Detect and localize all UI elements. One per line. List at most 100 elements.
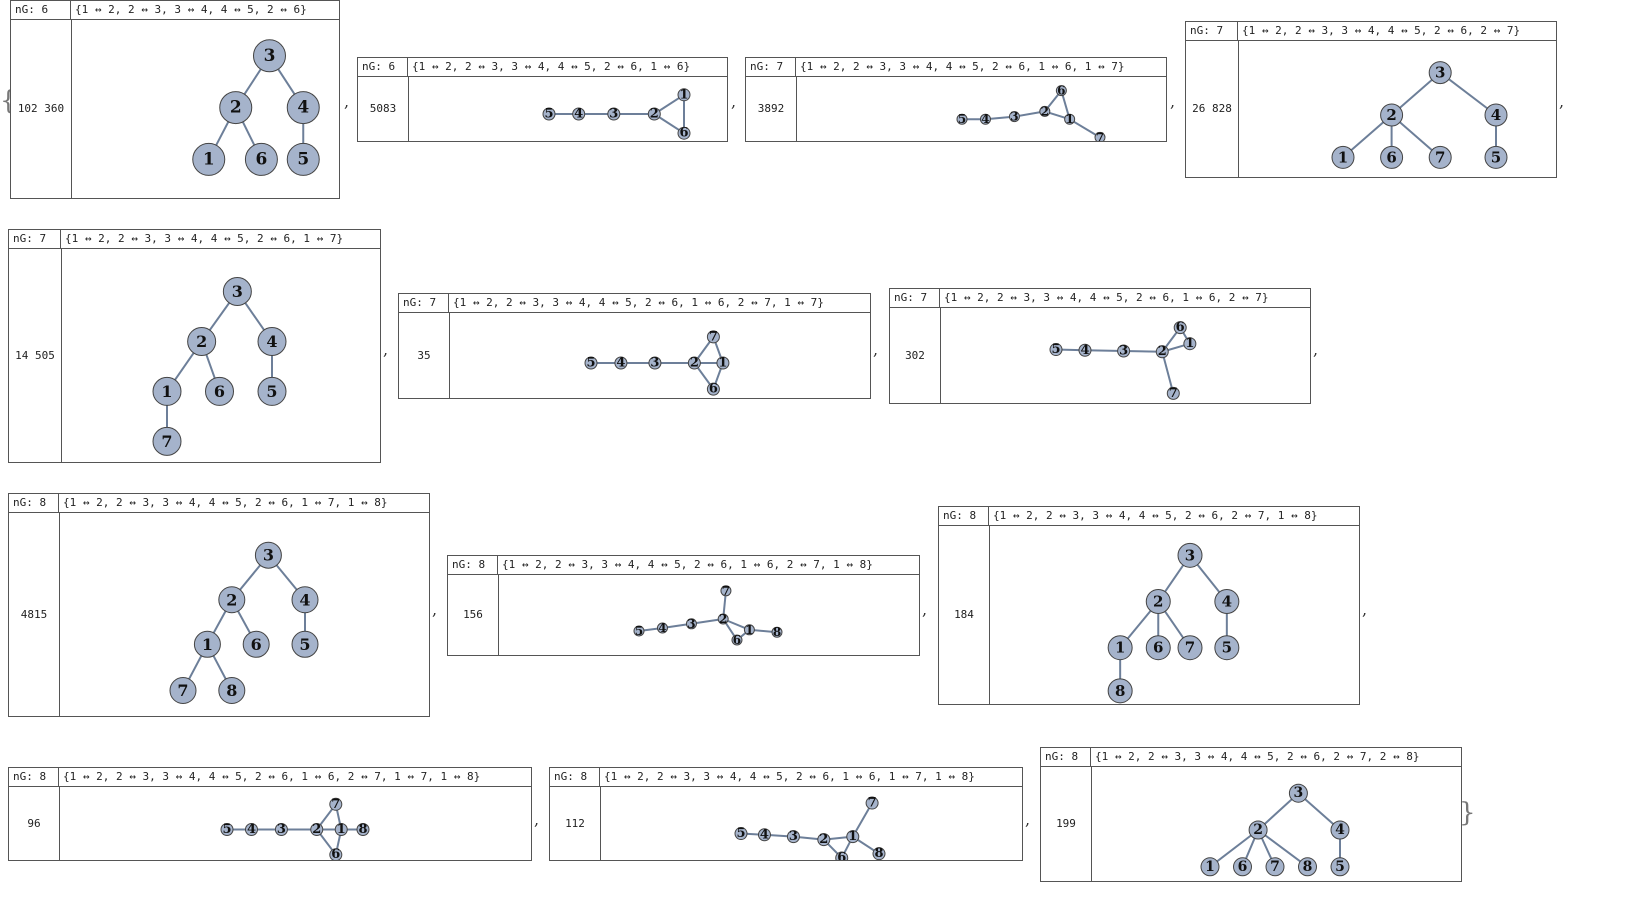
vertex-count-label: nG: 8 <box>1041 748 1091 766</box>
graph-node: 4 <box>1484 103 1508 127</box>
graph-panel: nG: 8{1 ↔ 2, 2 ↔ 3, 3 ↔ 4, 4 ↔ 5, 2 ↔ 6,… <box>938 506 1360 705</box>
graph-node-circle <box>734 827 748 841</box>
graph-node-label: 6 <box>1386 148 1396 166</box>
graph-node-label: 1 <box>1065 112 1073 126</box>
graph-panel: nG: 7{1 ↔ 2, 2 ↔ 3, 3 ↔ 4, 4 ↔ 5, 2 ↔ 6,… <box>398 293 871 399</box>
vertex-count-label: nG: 8 <box>550 768 600 786</box>
graph-node-label: 2 <box>650 107 659 122</box>
panel-header: nG: 7{1 ↔ 2, 2 ↔ 3, 3 ↔ 4, 4 ↔ 5, 2 ↔ 6,… <box>746 58 1166 77</box>
graph-node-circle <box>835 851 849 860</box>
graph-node-circle <box>310 823 324 836</box>
graph-node-circle <box>757 828 771 842</box>
graph-node-label: 6 <box>709 382 718 397</box>
panel-header: nG: 8{1 ↔ 2, 2 ↔ 3, 3 ↔ 4, 4 ↔ 5, 2 ↔ 6,… <box>448 556 919 575</box>
graph-node-label: 5 <box>958 112 966 126</box>
graph-node-label: 8 <box>1115 682 1125 700</box>
graph-node-circle <box>291 630 319 658</box>
graph-count: 184 <box>939 525 990 704</box>
graph-node-circle <box>1288 783 1308 803</box>
graph-node: 5 <box>1330 857 1350 877</box>
graph-node: 7 <box>329 797 343 812</box>
graph-node-label: 2 <box>312 822 321 837</box>
graph-node: 2 <box>817 832 831 847</box>
graph-node-circle <box>334 823 348 836</box>
graph-node-circle <box>329 797 343 811</box>
graph-node: 7 <box>1265 857 1285 877</box>
graph-node: 2 <box>1145 589 1171 615</box>
graph-node-circle <box>542 107 556 121</box>
graph-node-label: 7 <box>161 432 172 451</box>
graph-node-circle <box>1008 111 1020 123</box>
graph-node-circle <box>219 91 253 125</box>
graph-node-circle <box>1200 857 1220 877</box>
graph-node-circle <box>687 356 701 370</box>
graph-node: 6 <box>1233 857 1252 877</box>
graph-node-circle <box>956 113 968 125</box>
graph-count: 102 360 <box>11 19 72 198</box>
graph-node-circle <box>846 830 860 844</box>
graph-node-circle <box>1094 131 1106 141</box>
graph-node: 5 <box>1214 635 1240 661</box>
graph-node: 1 <box>152 376 182 406</box>
graph-edge <box>1257 829 1309 868</box>
graph-node-label: 1 <box>1115 639 1125 657</box>
graph-node-circle <box>717 613 729 625</box>
graph-node: 8 <box>356 822 370 837</box>
graph-node-circle <box>685 618 697 630</box>
panel-header: nG: 8{1 ↔ 2, 2 ↔ 3, 3 ↔ 4, 4 ↔ 5, 2 ↔ 6,… <box>9 494 429 513</box>
graph-node: 2 <box>1380 103 1404 127</box>
graph-count: 112 <box>550 786 601 860</box>
graph-node-circle <box>1049 343 1063 357</box>
graph-node: 4 <box>291 586 319 614</box>
graph-node: 4 <box>614 356 628 371</box>
graph-node-circle <box>1380 103 1404 127</box>
graph-node: 6 <box>329 847 343 860</box>
graph-node: 3 <box>648 356 662 371</box>
panel-header: nG: 7{1 ↔ 2, 2 ↔ 3, 3 ↔ 4, 4 ↔ 5, 2 ↔ 6,… <box>890 289 1310 308</box>
graph-node: 6 <box>677 126 691 141</box>
graph-node-label: 5 <box>222 822 231 837</box>
graph-node-circle <box>1145 635 1171 661</box>
graph-node-circle <box>329 848 343 860</box>
panel-header: nG: 7{1 ↔ 2, 2 ↔ 3, 3 ↔ 4, 4 ↔ 5, 2 ↔ 6,… <box>1186 22 1556 41</box>
list-separator: , <box>1170 92 1176 111</box>
graph-node-label: 1 <box>718 356 727 371</box>
graph-node: 7 <box>169 677 197 704</box>
graph-node-circle <box>1214 589 1240 615</box>
graph-node: 7 <box>152 426 182 456</box>
graph-node-label: 4 <box>1491 106 1501 124</box>
graph-node: 1 <box>677 87 691 102</box>
list-separator: , <box>873 340 879 359</box>
graph-node: 2 <box>187 326 217 356</box>
graph-node-circle <box>872 847 886 860</box>
graph-node: 3 <box>222 277 252 306</box>
graph-node-label: 6 <box>733 633 741 647</box>
edge-list: {1 ↔ 2, 2 ↔ 3, 3 ↔ 4, 4 ↔ 5, 2 ↔ 6, 1 ↔ … <box>800 60 1125 73</box>
graph-count: 4815 <box>9 512 60 716</box>
graph-count: 35 <box>399 312 450 398</box>
vertex-count-label: nG: 7 <box>1186 22 1238 40</box>
graph-node-label: 7 <box>1185 639 1195 657</box>
graph-node-label: 7 <box>868 796 877 811</box>
list-separator: , <box>383 340 389 359</box>
graph-node-circle <box>979 113 991 125</box>
graph-node-label: 2 <box>819 832 828 847</box>
graph-node: 6 <box>205 376 234 406</box>
graph-node-label: 6 <box>679 126 688 141</box>
graph-count: 199 <box>1041 766 1092 881</box>
graph-node-label: 4 <box>247 822 256 837</box>
graph-node-circle <box>1145 589 1171 615</box>
graph-node: 5 <box>542 107 556 122</box>
graph-node-label: 5 <box>299 635 310 654</box>
graph-panel: nG: 8{1 ↔ 2, 2 ↔ 3, 3 ↔ 4, 4 ↔ 5, 2 ↔ 6,… <box>8 767 532 861</box>
graph-node: 8 <box>1298 857 1317 877</box>
graph-node-label: 1 <box>745 623 753 637</box>
